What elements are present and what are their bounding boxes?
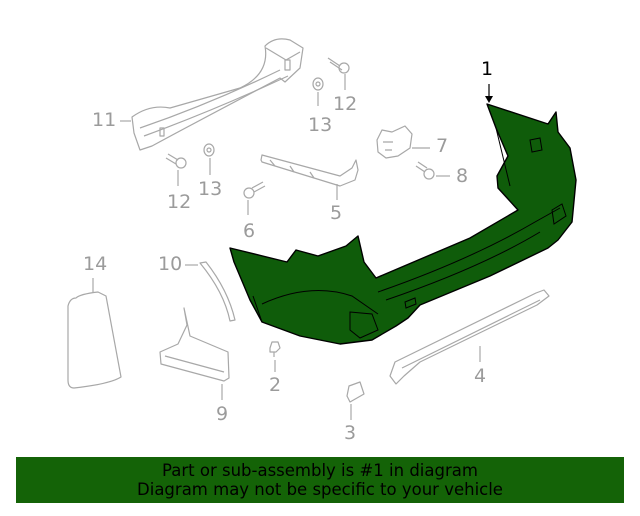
- banner-line-2: Diagram may not be specific to your vehi…: [137, 480, 503, 499]
- screw-part-6: [243, 181, 266, 199]
- reflector-part-14: [67, 291, 122, 389]
- info-banner: Part or sub-assembly is #1 in diagram Di…: [16, 457, 624, 503]
- callout-5[interactable]: 5: [330, 202, 343, 224]
- molding-part-10: [199, 261, 236, 322]
- callout-11[interactable]: 11: [92, 109, 117, 131]
- cover-part-3: [346, 381, 365, 403]
- callout-4[interactable]: 4: [474, 365, 487, 387]
- callout-9[interactable]: 9: [216, 403, 229, 425]
- absorber-part-4: [389, 289, 550, 385]
- callout-14[interactable]: 14: [83, 253, 108, 275]
- callout-12-left[interactable]: 12: [167, 191, 192, 213]
- callout-3[interactable]: 3: [344, 422, 357, 444]
- callout-12-top[interactable]: 12: [333, 93, 358, 115]
- reinforcement-beam-part-11: [131, 38, 304, 151]
- callout-1[interactable]: 1: [481, 58, 494, 80]
- nut-part-13-left: [203, 143, 215, 157]
- clip-part-2: [269, 341, 281, 357]
- bolt-part-12-top: [327, 57, 350, 74]
- bumper-cover-part-1[interactable]: [229, 103, 577, 345]
- callout-10[interactable]: 10: [158, 253, 183, 275]
- bracket-part-5: [260, 154, 359, 187]
- bolt-part-12-left: [165, 153, 187, 169]
- callout-2[interactable]: 2: [269, 374, 282, 396]
- bolt-part-8: [415, 161, 435, 180]
- callout-8[interactable]: 8: [456, 165, 469, 187]
- callout-13-top[interactable]: 13: [308, 114, 333, 136]
- nut-part-13-top: [312, 77, 324, 91]
- callout-6[interactable]: 6: [243, 220, 256, 242]
- arrowhead-1: [485, 96, 493, 103]
- callout-13-left[interactable]: 13: [198, 178, 223, 200]
- bracket-part-9: [159, 307, 230, 382]
- banner-line-1: Part or sub-assembly is #1 in diagram: [162, 461, 478, 480]
- bracket-part-7: [376, 125, 413, 159]
- callout-7[interactable]: 7: [436, 135, 449, 157]
